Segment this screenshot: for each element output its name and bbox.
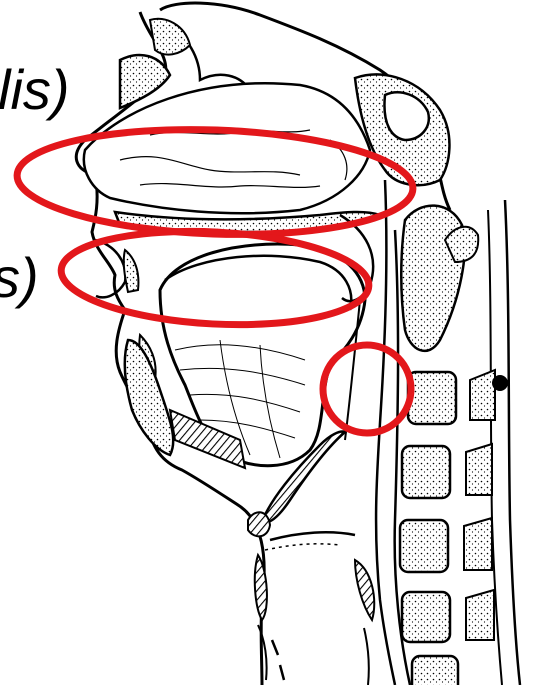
cropped-label-middle: s) — [0, 250, 39, 306]
cropped-label-top: lis) — [0, 62, 70, 118]
bullet-dot-icon — [492, 375, 508, 391]
hyoid — [248, 512, 270, 536]
larynx-wall — [270, 532, 355, 540]
vertebrae — [400, 370, 495, 685]
spinal-line — [505, 200, 520, 685]
dens — [401, 206, 465, 351]
cricoid-cartilage — [355, 560, 374, 620]
vocal-fold — [265, 544, 340, 550]
upper-nasal-bone — [150, 19, 190, 55]
upper-teeth — [124, 250, 139, 292]
